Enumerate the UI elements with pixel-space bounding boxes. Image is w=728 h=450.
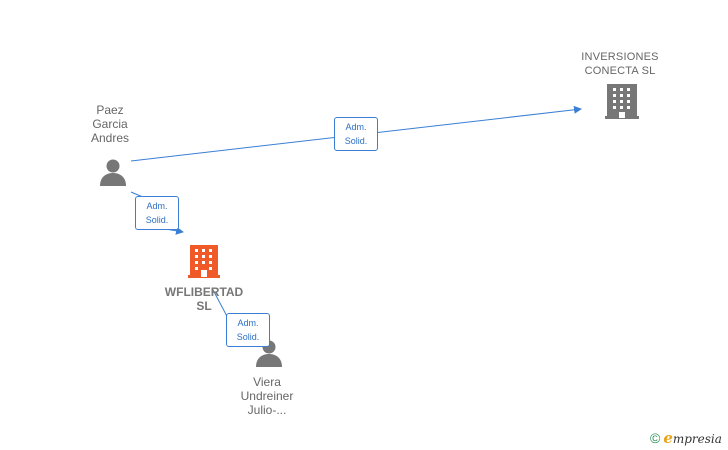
- building-icon-main[interactable]: [188, 245, 220, 278]
- node-label-paez[interactable]: Paez Garcia Andres: [90, 103, 130, 145]
- edge-label-viera-wflibertad: Adm. Solid.: [226, 313, 270, 347]
- brand-logo: empresia: [663, 429, 722, 447]
- person-icon[interactable]: [100, 159, 126, 187]
- empresia-watermark: © empresia: [650, 429, 722, 447]
- edge-label-paez-inversiones: Adm. Solid.: [334, 117, 378, 151]
- node-label-viera[interactable]: Viera Undreiner Julio-...: [240, 375, 294, 417]
- building-icon[interactable]: [605, 84, 639, 119]
- edge-label-paez-wflibertad: Adm. Solid.: [135, 196, 179, 230]
- copyright-icon: ©: [650, 430, 661, 446]
- node-label-wflibertad[interactable]: WFLIBERTAD SL: [164, 285, 244, 313]
- node-label-inversiones[interactable]: INVERSIONES CONECTA SL: [581, 51, 659, 77]
